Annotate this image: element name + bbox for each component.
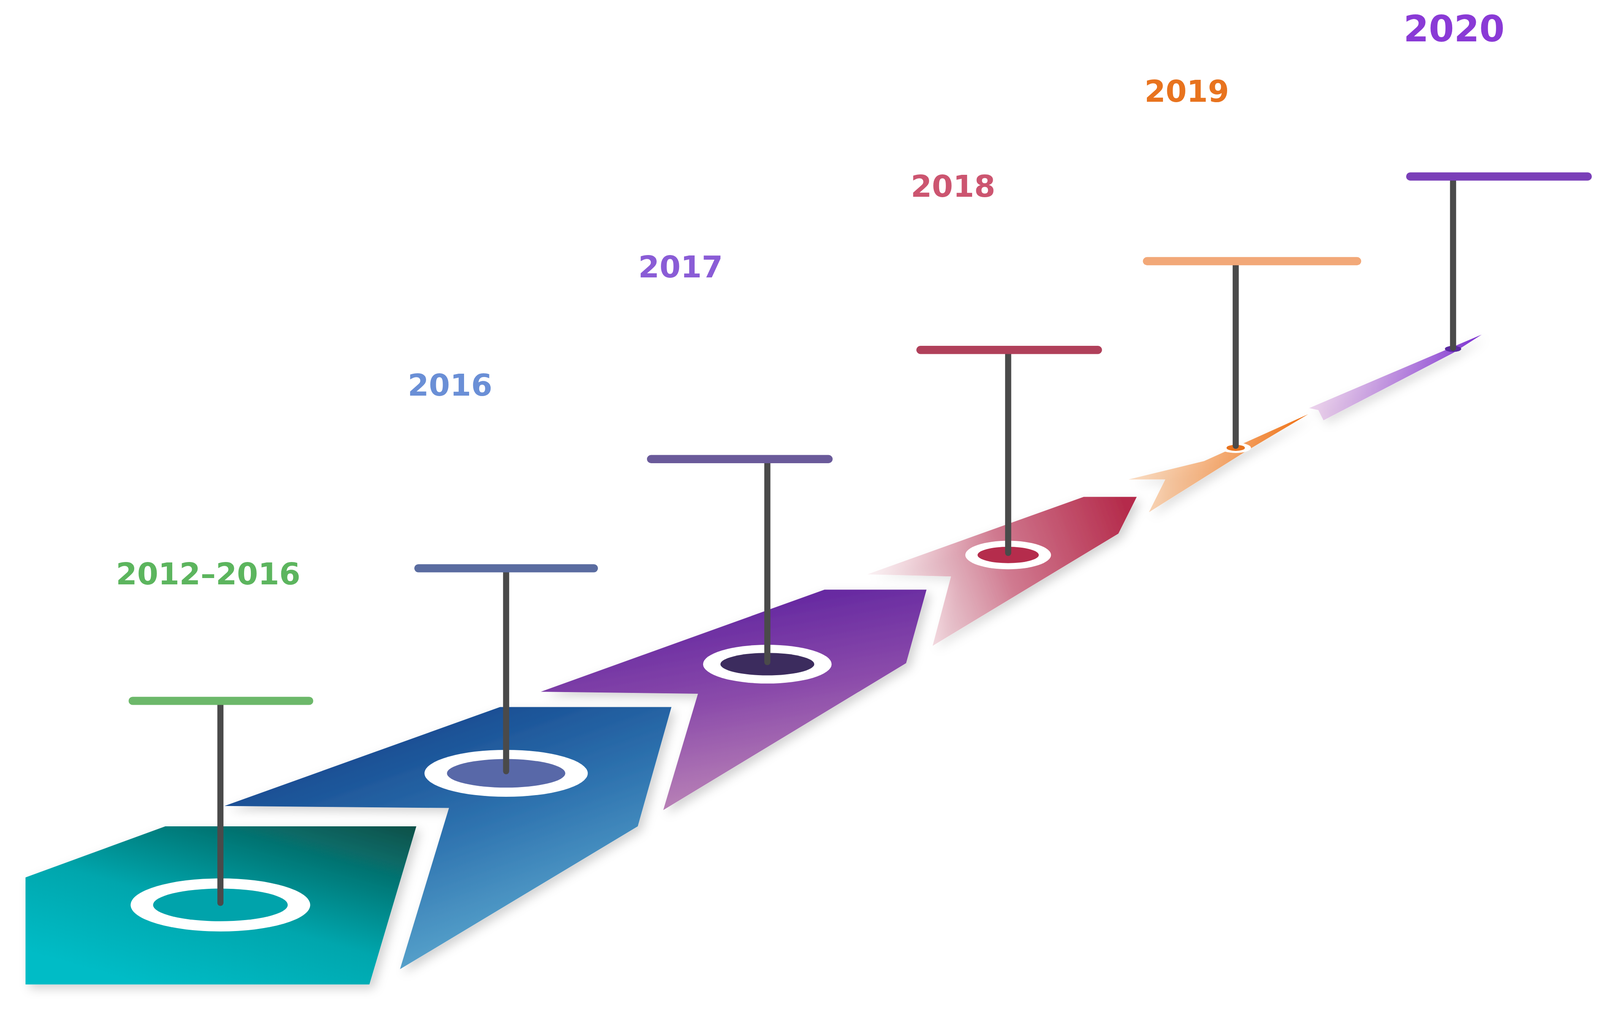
year-label: 2019 xyxy=(1144,75,1229,109)
year-label: 2016 xyxy=(407,369,492,403)
year-label: 2020 xyxy=(1403,8,1505,49)
year-label: 2017 xyxy=(638,250,723,285)
year-label: 2012–2016 xyxy=(116,557,301,592)
year-label: 2018 xyxy=(910,170,996,204)
